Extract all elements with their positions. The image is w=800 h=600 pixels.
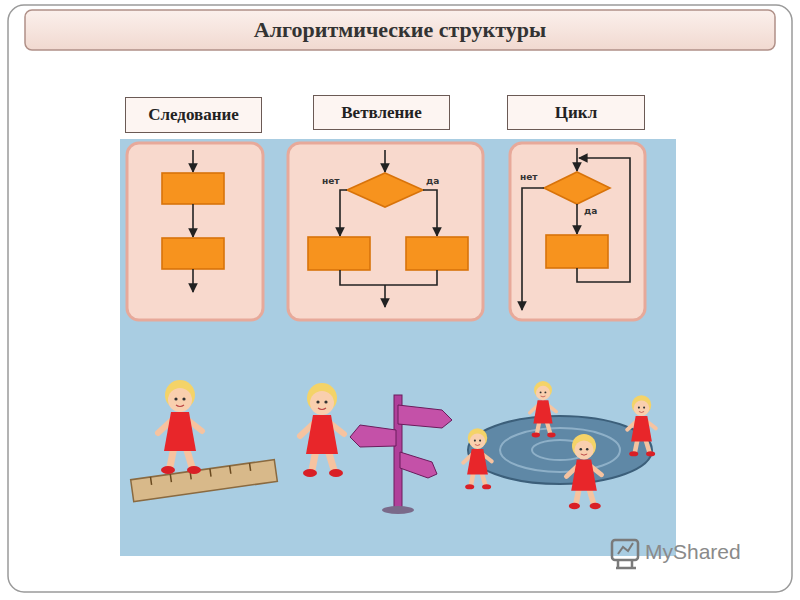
picture-ground <box>120 139 676 556</box>
loop-yes: да <box>584 206 597 216</box>
heading-text: Следование <box>148 105 239 125</box>
watermark: MyShared <box>645 540 741 564</box>
slide-frame <box>8 5 792 592</box>
heading-text: Цикл <box>555 103 597 123</box>
loop-flowchart <box>510 143 645 320</box>
title-bar <box>25 10 775 50</box>
branch-yes: да <box>426 176 439 186</box>
heading-box: Следование <box>125 97 262 133</box>
loop-no: нет <box>520 172 538 182</box>
heading-text: Ветвление <box>341 103 421 123</box>
branch-flowchart <box>288 143 483 320</box>
sequence-flowchart <box>127 143 263 320</box>
heading-box: Ветвление <box>313 95 450 130</box>
child-at-signpost <box>300 383 452 514</box>
watermark-icon <box>612 540 638 568</box>
children-around-disc <box>463 381 656 509</box>
running-child <box>131 380 278 502</box>
branch-no: нет <box>322 176 340 186</box>
heading-box: Цикл <box>507 95 645 130</box>
slide-title: Алгоритмические структуры <box>25 10 775 50</box>
